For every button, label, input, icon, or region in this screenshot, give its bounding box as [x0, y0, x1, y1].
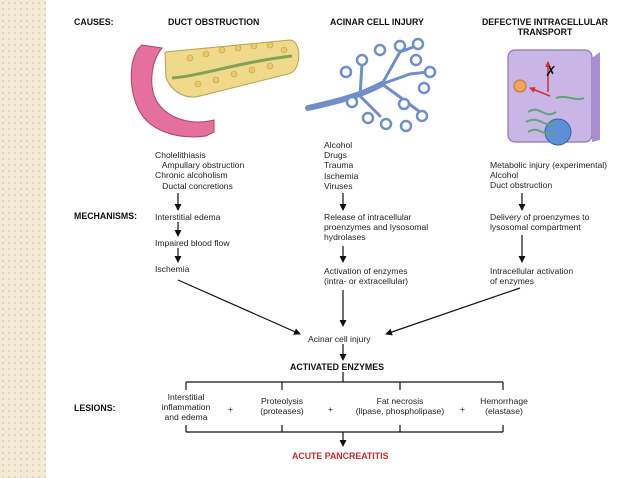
duct-obstruction-title: DUCT OBSTRUCTION — [168, 17, 260, 27]
lesions-bracket — [185, 372, 504, 447]
acinar-causes: Alcohol Drugs Trauma Ischemia Viruses — [324, 140, 359, 191]
lesion-hemorrhage: Hemorrhage (elastase) — [480, 396, 528, 417]
acinar-cell-injury-node: Acinar cell injury — [308, 334, 371, 344]
delivery-of-proenzymes: Delivery of proenzymes to lysosomal comp… — [490, 212, 590, 233]
plus-sign-2: + — [328, 404, 334, 414]
impaired-blood-flow: Impaired blood flow — [155, 238, 230, 248]
blocked-transport-mark: ✗ — [545, 63, 557, 79]
decorative-dotted-border — [0, 0, 46, 478]
plus-sign-3: + — [460, 404, 466, 414]
causes-header: CAUSES: — [74, 17, 114, 27]
acinar-cell-injury-title: ACINAR CELL INJURY — [330, 17, 424, 27]
converging-arrows — [177, 279, 521, 361]
mechanisms-header: MECHANISMS: — [74, 211, 138, 221]
acute-pancreatitis-node: ACUTE PANCREATITIS — [292, 451, 389, 461]
activated-enzymes-node: ACTIVATED ENZYMES — [290, 362, 384, 372]
ischemia: Ischemia — [155, 264, 190, 274]
plus-sign-1: + — [228, 404, 234, 414]
lesion-interstitial-inflammation: Interstitial inflammation and edema — [161, 392, 211, 423]
duct-causes: Cholelithiasis Ampullary obstruction Chr… — [155, 150, 245, 191]
lesions-header: LESIONS: — [74, 403, 116, 413]
activation-of-enzymes: Activation of enzymes (intra- or extrace… — [324, 266, 409, 287]
transport-causes: Metabolic injury (experimental) Alcohol … — [490, 160, 608, 191]
pancreas-illustration — [130, 39, 300, 138]
interstitial-edema: Interstitial edema — [155, 212, 221, 222]
lesion-fat-necrosis: Fat necrosis (lipase, phospholipase) — [355, 396, 445, 417]
cell-illustration — [507, 49, 600, 146]
release-of-proenzymes: Release of intracellular proenzymes and … — [324, 212, 429, 243]
defective-transport-title: DEFECTIVE INTRACELLULAR TRANSPORT — [481, 17, 609, 38]
acinar-illustration — [305, 37, 437, 133]
lesion-proteolysis: Proteolysis (proteases) — [260, 396, 304, 417]
intracellular-activation: Intracellular activation of enzymes — [490, 266, 574, 287]
